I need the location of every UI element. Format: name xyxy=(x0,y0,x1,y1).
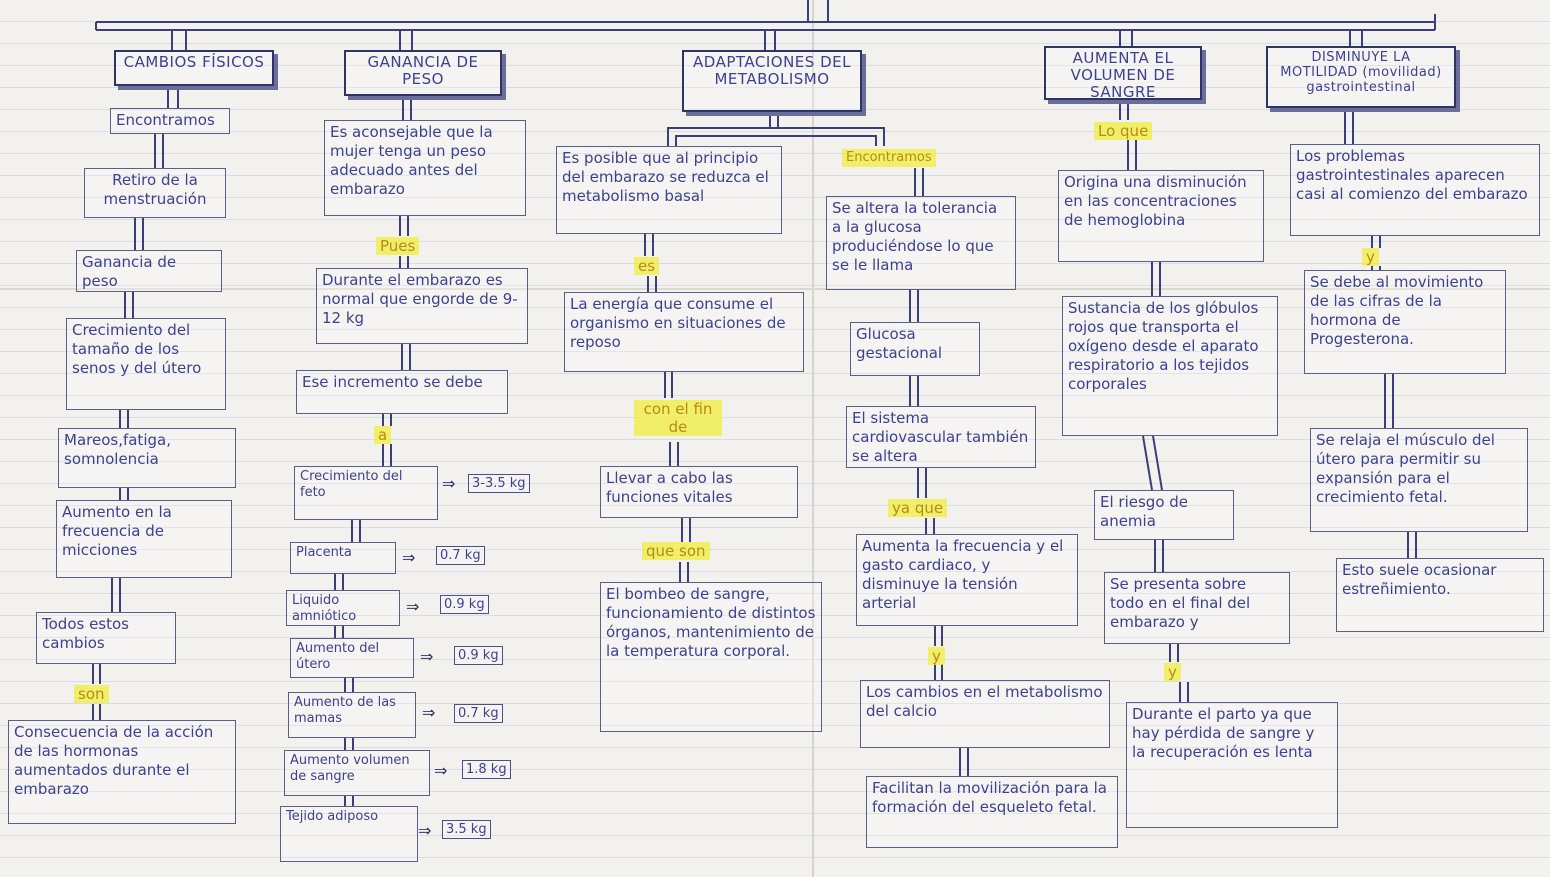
node-estrenimiento: Esto suele ocasionar estreñimiento. xyxy=(1336,558,1544,632)
node-metabolismo-calcio: Los cambios en el metabolismo del calcio xyxy=(860,680,1110,748)
node-energia-reposo: La energía que consume el organismo en s… xyxy=(564,292,804,372)
node-crecimiento-senos: Crecimiento del tamaño de los senos y de… xyxy=(66,318,226,410)
item-aumento-mamas: Aumento de las mamas xyxy=(288,692,416,738)
connector-que-son: que son xyxy=(642,542,710,560)
connector-lo-que: Lo que xyxy=(1094,122,1153,140)
node-engorde-9-12: Durante el embarazo es normal que engord… xyxy=(316,268,528,344)
arrow-right-icon: ⇒ xyxy=(434,761,448,780)
value-volumen-sangre: 1.8 kg xyxy=(462,760,511,779)
value-tejido-adiposo: 3.5 kg xyxy=(442,820,491,839)
arrow-right-icon: ⇒ xyxy=(442,474,456,493)
arrow-right-icon: ⇒ xyxy=(402,548,416,567)
heading-adaptaciones-metabolismo: ADAPTACIONES DEL METABOLISMO xyxy=(682,50,862,112)
arrow-right-icon: ⇒ xyxy=(422,703,436,722)
node-consecuencia-hormonas: Consecuencia de la acción de las hormona… xyxy=(8,720,236,824)
arrow-right-icon: ⇒ xyxy=(420,647,434,666)
heading-disminuye-motilidad: DISMINUYE LA MOTILIDAD (movilidad) gastr… xyxy=(1266,46,1456,108)
node-bombeo-sangre: El bombeo de sangre, funcionamiento de d… xyxy=(600,582,822,732)
node-durante-parto: Durante el parto ya que hay pérdida de s… xyxy=(1126,702,1338,828)
node-mareos-fatiga: Mareos,fatiga, somnolencia xyxy=(58,428,236,488)
connector-con-el-fin-de: con el fin de xyxy=(634,400,722,436)
item-volumen-sangre: Aumento volumen de sangre xyxy=(284,750,430,796)
item-crecimiento-feto: Crecimiento del feto xyxy=(294,466,438,520)
value-crecimiento-feto: 3-3.5 kg xyxy=(468,474,530,493)
node-retiro-menstruacion: Retiro de la menstruación xyxy=(84,168,226,218)
node-relaja-musculo-utero: Se relaja el músculo del útero para perm… xyxy=(1310,428,1528,532)
connector-a: a xyxy=(374,426,392,444)
node-ganancia-peso: Ganancia de peso xyxy=(76,250,222,292)
node-peso-adecuado: Es aconsejable que la mujer tenga un pes… xyxy=(324,120,526,216)
connector-y-3: y xyxy=(1362,248,1379,266)
connector-y-2: y xyxy=(1164,663,1181,681)
connector-encontramos: Encontramos xyxy=(842,149,936,167)
node-glucosa-gestacional: Glucosa gestacional xyxy=(850,322,980,376)
value-liquido-amniotico: 0.9 kg xyxy=(440,595,489,614)
heading-aumenta-volumen-sangre: AUMENTA EL VOLUMEN DE SANGRE xyxy=(1044,46,1202,100)
node-tolerancia-glucosa: Se altera la tolerancia a la glucosa pro… xyxy=(826,196,1016,290)
paper-fold-horizontal xyxy=(0,288,1550,290)
node-progesterona: Se debe al movimiento de las cifras de l… xyxy=(1304,270,1506,374)
node-todos-cambios: Todos estos cambios xyxy=(36,612,176,664)
connector-ya-que: ya que xyxy=(888,499,948,517)
node-problemas-gastrointestinales: Los problemas gastrointestinales aparece… xyxy=(1290,144,1540,236)
node-aumento-micciones: Aumento en la frecuencia de micciones xyxy=(56,500,232,578)
node-final-embarazo: Se presenta sobre todo en el final del e… xyxy=(1104,572,1290,644)
node-sistema-cardiovascular: El sistema cardiovascular también se alt… xyxy=(846,406,1036,468)
paper-fold-vertical xyxy=(812,0,814,877)
heading-cambios-fisicos: CAMBIOS FÍSICOS xyxy=(114,50,274,86)
node-disminucion-hemoglobina: Origina una disminución en las concentra… xyxy=(1058,170,1264,262)
node-riesgo-anemia: El riesgo de anemia xyxy=(1094,490,1234,540)
value-placenta: 0.7 kg xyxy=(436,546,485,565)
value-aumento-utero: 0.9 kg xyxy=(454,646,503,665)
node-metabolismo-basal: Es posible que al principio del embarazo… xyxy=(556,146,782,234)
arrow-right-icon: ⇒ xyxy=(418,821,432,840)
connector-pues: Pues xyxy=(376,237,420,255)
arrow-right-icon: ⇒ xyxy=(406,597,420,616)
node-incremento-debe: Ese incremento se debe xyxy=(296,370,508,414)
item-aumento-utero: Aumento del útero xyxy=(290,638,414,678)
connector-es: es xyxy=(634,257,660,275)
connector-son: son xyxy=(74,685,109,703)
item-tejido-adiposo: Tejido adiposo xyxy=(280,806,418,862)
node-encontramos: Encontramos xyxy=(110,108,230,134)
heading-ganancia-peso: GANANCIA DE PESO xyxy=(344,50,502,96)
node-frecuencia-cardiaca: Aumenta la frecuencia y el gasto cardiac… xyxy=(856,534,1078,626)
item-liquido-amniotico: Liquido amniótico xyxy=(286,590,400,626)
item-placenta: Placenta xyxy=(290,542,396,574)
node-funciones-vitales: Llevar a cabo las funciones vitales xyxy=(600,466,798,518)
value-aumento-mamas: 0.7 kg xyxy=(454,704,503,723)
connector-y: y xyxy=(928,647,945,665)
node-esqueleto-fetal: Facilitan la movilización para la formac… xyxy=(866,776,1118,848)
node-sustancia-globulos-rojos: Sustancia de los glóbulos rojos que tran… xyxy=(1062,296,1278,436)
